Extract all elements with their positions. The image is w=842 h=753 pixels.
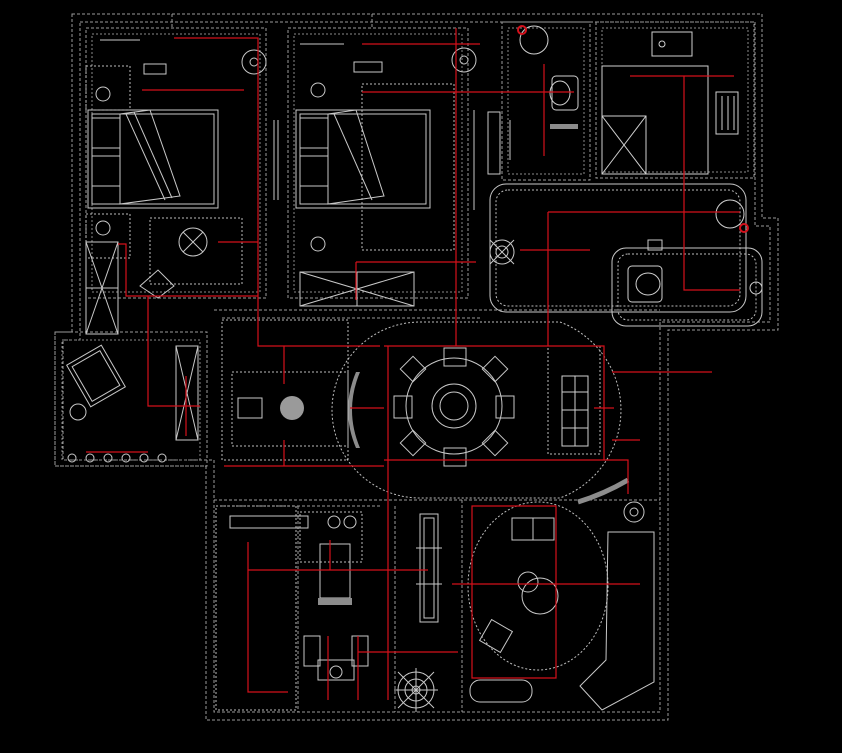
bedroom-1 (85, 39, 279, 335)
ceiling-light-icon (95, 220, 111, 236)
radiator-icon (715, 91, 739, 135)
wiring (86, 28, 740, 700)
ceiling-light-icon (343, 515, 357, 529)
study (215, 505, 369, 711)
washbasin-icon (715, 199, 745, 229)
ceiling-light-icon (178, 227, 208, 257)
washbasin-icon (519, 25, 549, 55)
bathroom-upper (487, 25, 579, 175)
ceiling-light-icon (329, 665, 343, 679)
dining-area (221, 319, 630, 505)
partitions (54, 14, 755, 712)
radiator-icon (67, 453, 167, 463)
sofa-icon (511, 517, 555, 541)
ceiling-light-icon (327, 515, 341, 529)
dining-table-icon (393, 347, 515, 467)
toilet-icon (549, 75, 579, 111)
outer-walls (54, 13, 779, 721)
radiator-icon (561, 375, 589, 447)
toilet-icon (627, 265, 663, 303)
ceiling-light-icon (623, 501, 645, 523)
plant-icon (394, 668, 438, 712)
bed-icon (295, 109, 431, 209)
balcony (65, 344, 199, 463)
plant-icon (489, 239, 515, 265)
ceiling-light-icon (310, 82, 326, 98)
bedroom-2 (295, 43, 477, 307)
lounge (394, 501, 655, 712)
ceiling-light-icon (95, 86, 111, 102)
bed-icon (87, 109, 219, 209)
ceiling-light-icon (310, 236, 326, 252)
corridor-bath (489, 239, 763, 327)
bathroom-right (601, 31, 749, 233)
